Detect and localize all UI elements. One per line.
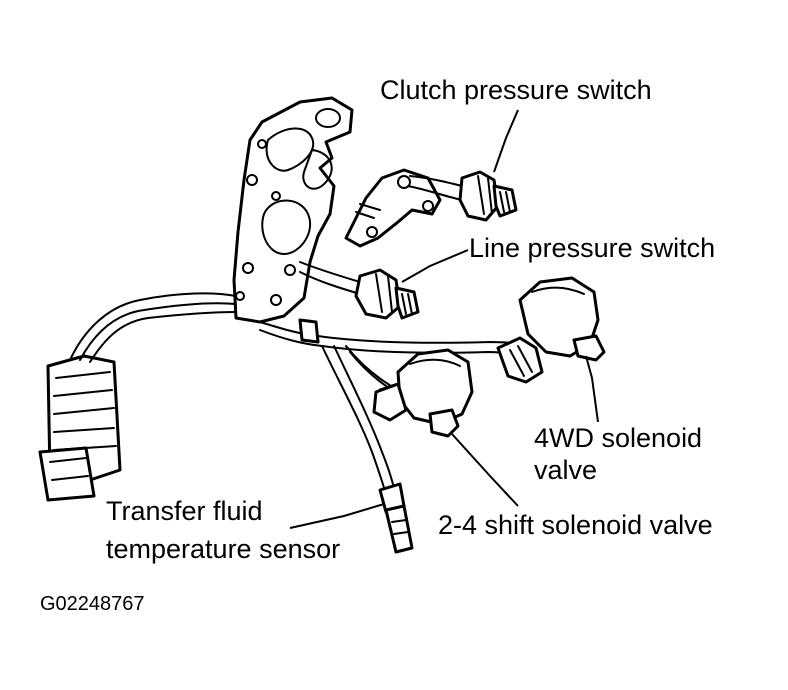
label-2-4-shift-solenoid-valve: 2-4 shift solenoid valve xyxy=(438,510,713,540)
label-transfer-sensor-line2: temperature sensor xyxy=(106,534,341,564)
clutch-pressure-switch xyxy=(407,170,518,222)
shift-solenoid-2-4-valve xyxy=(372,348,474,438)
label-4wd-solenoid-line2: valve xyxy=(534,455,598,485)
clutch-switch-bracket xyxy=(344,168,442,248)
label-transfer-sensor-line1: Transfer fluid xyxy=(106,496,263,526)
label-line-pressure-switch: Line pressure switch xyxy=(469,233,716,263)
solenoid-4wd-valve xyxy=(496,276,606,384)
line-pressure-switch xyxy=(299,261,420,320)
leader-lines xyxy=(289,109,599,529)
label-clutch-pressure-switch: Clutch pressure switch xyxy=(380,75,652,105)
figure-id: G02248767 xyxy=(40,593,145,615)
leader-clutch-pressure-switch xyxy=(493,109,519,173)
leader-2-4-shift-solenoid-valve xyxy=(451,433,519,507)
label-4wd-solenoid-line1: 4WD solenoid xyxy=(534,423,703,453)
transfer-fluid-temperature-sensor xyxy=(378,482,414,554)
leader-4wd-solenoid-valve xyxy=(585,355,599,423)
bracket-plate xyxy=(232,96,354,324)
leader-line-pressure-switch xyxy=(401,249,469,283)
leader-transfer-fluid-temperature-sensor xyxy=(289,503,385,529)
harness-connector xyxy=(38,292,237,502)
